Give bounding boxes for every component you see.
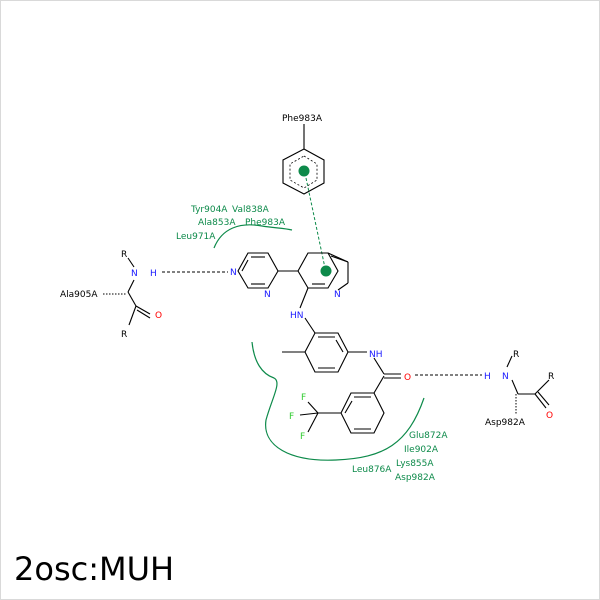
atom-r-top-left: R <box>121 250 127 260</box>
label-ile902: Ile902A <box>404 445 439 455</box>
atom-r-right: R <box>548 372 554 382</box>
ala905-backbone <box>103 257 151 326</box>
atom-f1: F <box>301 393 306 403</box>
aniline-ring <box>282 317 367 373</box>
cf3-phenyl-ring <box>299 392 385 434</box>
pi-centroid-top <box>298 165 310 177</box>
pyridine-ring-1 <box>237 252 298 289</box>
atom-nh-amide: NH <box>369 350 383 360</box>
atom-n-left: N <box>131 269 138 279</box>
hydrophobic-arc-bottom <box>251 341 425 461</box>
atom-hn-amine: HN <box>290 311 304 321</box>
label-asp982-bottom: Asp982A <box>395 473 436 483</box>
amide-group <box>373 357 401 394</box>
atom-o-amide: O <box>404 373 411 383</box>
pyridine-ring-2 <box>297 252 349 309</box>
diagram-title: 2osc:MUH <box>14 550 175 588</box>
label-leu876: Leu876A <box>352 465 392 475</box>
atom-n-pyridine-2: N <box>264 290 271 300</box>
label-leu971: Leu971A <box>176 232 216 242</box>
atom-o-right: O <box>546 411 553 421</box>
atom-n-pyridine-3: N <box>334 290 341 300</box>
label-val838: Val838A <box>232 205 270 215</box>
atom-f3: F <box>300 432 305 442</box>
label-phe983-top: Phe983A <box>282 114 323 124</box>
label-ala853: Ala853A <box>198 218 236 228</box>
atom-n-right: N <box>502 372 509 382</box>
phe983-ring <box>282 124 325 195</box>
hydrophobic-arc-top <box>213 224 293 249</box>
label-asp982-right: Asp982A <box>485 418 526 428</box>
atom-r-bottom-left: R <box>121 330 127 340</box>
label-ala905: Ala905A <box>60 290 98 300</box>
atom-r-top-right: R <box>513 350 519 360</box>
pi-centroid-ring <box>320 265 332 277</box>
label-tyr904: Tyr904A <box>190 205 228 215</box>
atom-h-left: H <box>150 269 157 279</box>
atom-h-right: H <box>484 372 491 382</box>
asp982-backbone <box>506 355 550 414</box>
label-glu872: Glu872A <box>409 431 448 441</box>
atom-f2: F <box>289 412 294 422</box>
atom-o-left: O <box>155 311 162 321</box>
label-lys855: Lys855A <box>396 459 434 469</box>
label-phe983-mid: Phe983A <box>245 218 286 228</box>
atom-n-pyridine-1: N <box>230 268 237 278</box>
